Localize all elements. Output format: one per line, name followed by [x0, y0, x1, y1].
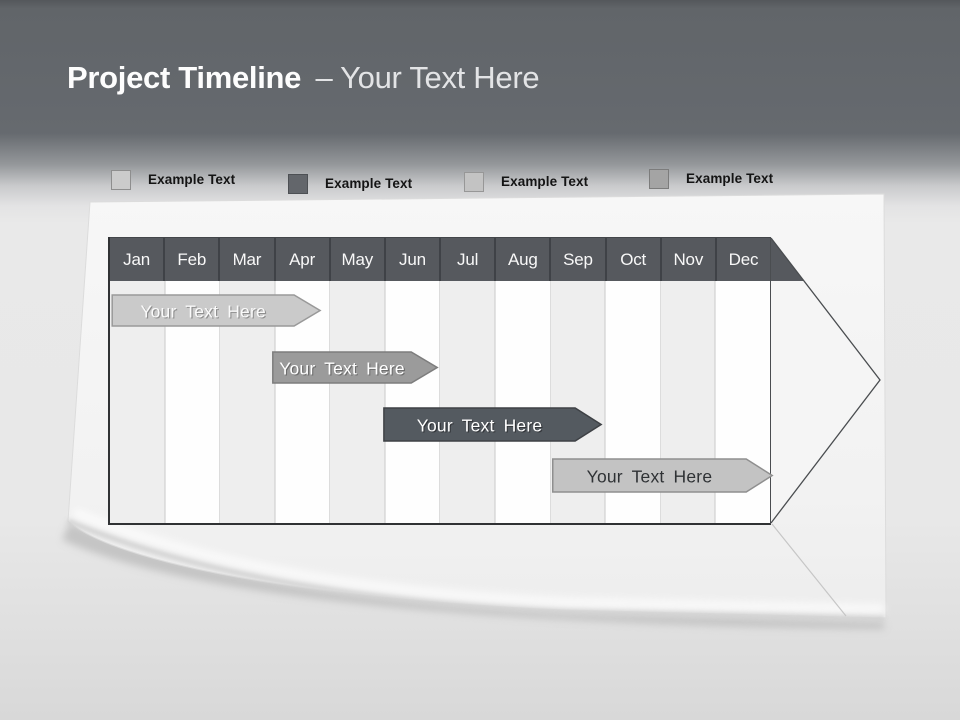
- month-header-cell: Jun: [383, 238, 439, 281]
- month-column: [440, 281, 496, 523]
- month-header-cell: Dec: [714, 238, 770, 281]
- timeline-bar-label-shadow: Your Text Here: [280, 360, 406, 380]
- month-header-cell: Mar: [218, 238, 273, 281]
- timeline-bar[interactable]: [111, 294, 322, 327]
- legend-item[interactable]: Example Text: [111, 170, 235, 190]
- arrow-fold-line: [771, 523, 847, 617]
- timeline-bar[interactable]: [552, 458, 774, 493]
- legend-swatch: [649, 169, 669, 189]
- month-column: [495, 281, 551, 523]
- timeline-bar-label[interactable]: Your Text Here: [279, 359, 405, 379]
- timeline-bar-label-shadow: Your Text Here: [418, 417, 544, 437]
- month-header-cell: May: [328, 238, 384, 281]
- month-header-cell: Nov: [659, 238, 715, 281]
- legend-label: Example Text: [325, 176, 413, 191]
- timeline-bar-label[interactable]: Your Text Here: [587, 467, 713, 487]
- legend-swatch: [464, 172, 484, 192]
- timeline-bar-label[interactable]: Your Text Here: [417, 416, 543, 436]
- legend-swatch: [111, 170, 131, 190]
- page-curl-shade: [66, 518, 885, 621]
- legend-label: Example Text: [501, 174, 589, 189]
- legend-item[interactable]: Example Text: [649, 169, 773, 189]
- month-header-cell: Apr: [273, 238, 329, 281]
- timeline-bar[interactable]: [383, 407, 603, 442]
- month-header-cell: Aug: [494, 238, 549, 281]
- legend-label: Example Text: [148, 172, 236, 187]
- big-arrow-outline: [770, 237, 881, 524]
- month-header-cell: Jan: [123, 249, 150, 269]
- legend: Example Text Example Text Example Text Exam…: [0, 0, 960, 194]
- timeline-bar-label-shadow: Your Text Here: [142, 303, 268, 323]
- month-column: [384, 281, 441, 523]
- title-placeholder[interactable]: – Your Text Here: [315, 60, 540, 95]
- timeline-bar-label[interactable]: Your Text Here: [140, 302, 266, 322]
- big-arrow-fill: [771, 238, 880, 523]
- legend-swatch: [288, 174, 308, 194]
- legend-item[interactable]: Example Text: [288, 174, 412, 194]
- month-header-cell: Feb: [163, 238, 218, 281]
- legend-item[interactable]: Example Text: [464, 172, 588, 192]
- page-curl-highlight: [72, 507, 885, 614]
- month-header-cell: Sep: [549, 238, 604, 281]
- month-header-cell: Jul: [439, 238, 494, 281]
- timeline-bar[interactable]: [272, 351, 439, 384]
- title-main: Project Timeline: [67, 60, 302, 95]
- month-header-cell: Oct: [604, 238, 660, 281]
- month-column: [330, 281, 385, 523]
- legend-label: Example Text: [686, 171, 774, 186]
- slide-title: Project Timeline – Your Text Here: [67, 60, 540, 96]
